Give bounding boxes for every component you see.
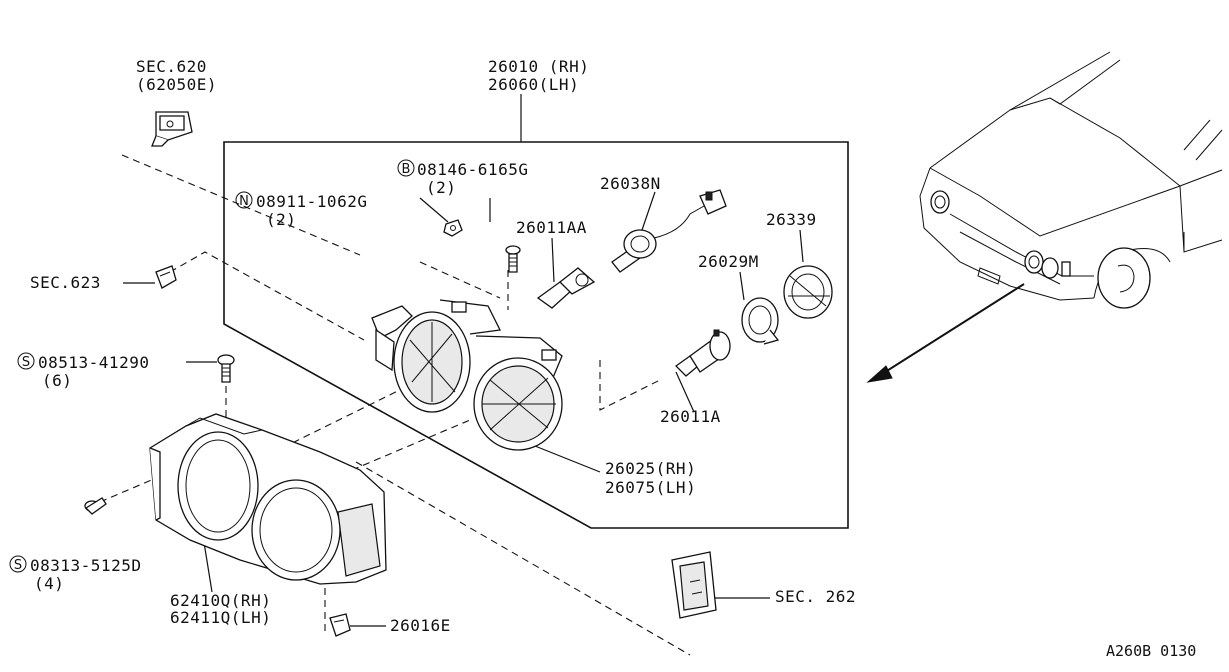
seal-26029M[interactable] xyxy=(741,297,780,345)
dashed-guide-lines xyxy=(99,154,691,656)
callout-sec262[interactable]: SEC. 262 xyxy=(775,587,856,606)
nut-part[interactable] xyxy=(443,219,463,237)
callout-assembly[interactable]: 26010 (RH) 26060(LH) xyxy=(488,57,589,94)
prefix-circle-b xyxy=(397,159,415,177)
svg-text:08513-41290: 08513-41290 xyxy=(38,353,149,372)
svg-text:08313-5125D: 08313-5125D xyxy=(30,556,141,575)
svg-text:N: N xyxy=(239,194,249,209)
assembly-frame xyxy=(223,141,849,529)
svg-text:(2): (2) xyxy=(426,178,456,197)
svg-text:(4): (4) xyxy=(34,574,64,593)
svg-text:26010 (RH): 26010 (RH) xyxy=(488,57,589,76)
callout-26038N[interactable]: 26038N xyxy=(600,174,661,193)
car-front-view xyxy=(919,51,1223,309)
clip-26016E[interactable] xyxy=(329,613,351,637)
callout-sec623[interactable]: SEC.623 xyxy=(30,273,101,292)
callout-26029M[interactable]: 26029M xyxy=(698,252,759,271)
bulb-26011AA[interactable] xyxy=(536,267,596,309)
callout-26011AA[interactable]: 26011AA xyxy=(516,218,587,237)
diagram-code: A260B 0130 xyxy=(1106,642,1196,660)
svg-text:26025(RH): 26025(RH) xyxy=(605,459,696,478)
callout-screw-s2[interactable]: S 08313-5125D (4) xyxy=(9,555,141,593)
callout-nut-n[interactable]: N 08911-1062G (2) xyxy=(235,191,367,229)
headlamp-housing[interactable] xyxy=(371,299,501,413)
callout-26016E[interactable]: 26016E xyxy=(390,616,451,635)
svg-text:B: B xyxy=(402,162,411,177)
socket-26038N[interactable] xyxy=(611,189,727,273)
callout-finisher[interactable]: 62410Q(RH) 62411Q(LH) xyxy=(170,591,271,627)
prefix-circle-n xyxy=(235,191,253,209)
side-marker-sec262[interactable] xyxy=(671,551,717,619)
prefix-circle-s1 xyxy=(17,352,35,370)
callout-26339[interactable]: 26339 xyxy=(766,210,817,229)
prefix-circle-s2 xyxy=(9,555,27,573)
callout-bolt-b[interactable]: B 08146-6165G (2) xyxy=(397,159,528,197)
pointer-arrow xyxy=(866,283,1025,383)
callout-26011A[interactable]: 26011A xyxy=(660,407,721,426)
svg-text:SEC.620: SEC.620 xyxy=(136,57,207,76)
svg-text:62410Q(RH): 62410Q(RH) xyxy=(170,591,271,610)
svg-text:08911-1062G: 08911-1062G xyxy=(256,192,367,211)
callout-sec620[interactable]: SEC.620 (62050E) xyxy=(136,57,217,94)
svg-text:62411Q(LH): 62411Q(LH) xyxy=(170,608,271,627)
screw-s2[interactable] xyxy=(84,497,107,515)
svg-text:26075(LH): 26075(LH) xyxy=(605,478,696,497)
bulb-26011A[interactable] xyxy=(674,329,731,377)
bracket-sec620[interactable] xyxy=(151,111,193,147)
headlamp-lens[interactable] xyxy=(473,335,563,451)
svg-text:S: S xyxy=(22,355,30,370)
clip-sec623[interactable] xyxy=(155,265,177,289)
headlamp-finisher[interactable] xyxy=(149,413,387,585)
bolt-part[interactable] xyxy=(505,245,521,273)
screw-s1[interactable] xyxy=(217,354,235,383)
svg-text:(6): (6) xyxy=(42,371,72,390)
svg-text:(2): (2) xyxy=(266,210,296,229)
svg-text:08146-6165G: 08146-6165G xyxy=(417,160,528,179)
svg-text:26060(LH): 26060(LH) xyxy=(488,75,579,94)
retainer-26339[interactable] xyxy=(783,265,833,319)
callout-lens[interactable]: 26025(RH) 26075(LH) xyxy=(605,459,696,497)
callout-screw-s1[interactable]: S 08513-41290 (6) xyxy=(17,352,149,390)
svg-text:S: S xyxy=(14,558,22,573)
svg-text:(62050E): (62050E) xyxy=(136,75,217,94)
